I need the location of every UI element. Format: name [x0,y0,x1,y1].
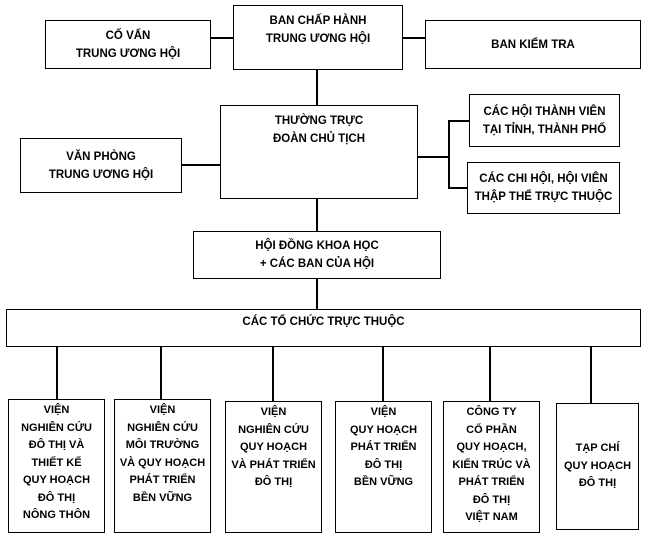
connector-advisor-executive [210,37,234,39]
node-science-council: HỘI ĐỒNG KHOA HỌC + CÁC BAN CỦA HỘI [193,231,441,279]
connector-unit-2 [160,346,162,400]
node-affiliated-organizations: CÁC TỔ CHỨC TRỰC THUỘC [6,309,641,347]
unit-urban-rural-design-institute: VIỆN NGHIÊN CỨU ĐÔ THỊ VÀ THIẾT KẾ QUY H… [8,399,105,533]
unit-1-line-1: VIỆN [43,404,70,416]
unit-environment-planning-institute: VIỆN NGHIÊN CỨU MÔI TRƯỜNG VÀ QUY HOẠCH … [114,399,211,533]
connector-unit-3 [272,346,274,402]
node-member-assoc-line-1: CÁC HỘI THÀNH VIÊN [483,105,606,118]
node-council-line-2: + CÁC BAN CỦA HỘI [259,258,375,270]
node-office-line-1: VĂN PHÒNG [66,150,136,163]
node-executive-line-2: TRUNG ƯƠNG HỘI [265,33,371,45]
node-office-line-2: TRUNG ƯƠNG HỘI [48,168,154,181]
unit-5-line-7: VIỆT NAM [465,511,518,523]
connector-unit-4 [382,346,384,402]
unit-urban-planning-journal: TẠP CHÍ QUY HOẠCH ĐÔ THỊ [556,403,639,530]
unit-2-line-3: MÔI TRƯỜNG [125,439,200,451]
unit-5-line-1: CÔNG TY [466,406,517,418]
unit-5-line-6: ĐÔ THỊ [472,493,511,506]
node-member-assoc-line-2: TẠI TỈNH, THÀNH PHỐ [482,123,607,136]
node-member-associations: CÁC HỘI THÀNH VIÊN TẠI TỈNH, THÀNH PHỐ [469,94,620,147]
node-central-office: VĂN PHÒNG TRUNG ƯƠNG HỘI [20,138,182,193]
node-executive-line-1: BAN CHẤP HÀNH [269,15,367,27]
connector-standing-branch [417,156,449,158]
unit-1-line-4: THIẾT KẾ [31,456,82,469]
node-inspection-line-1: BAN KIỂM TRA [491,38,575,51]
connector-executive-standing [316,70,318,106]
unit-5-line-5: PHÁT TRIỂN [458,476,525,488]
unit-4-line-1: VIỆN [370,406,397,418]
unit-1-line-5: QUY HOẠCH [22,474,91,486]
node-branches-line-2: THẬP THỂ TRỰC THUỘC [474,191,613,203]
node-standing-presidium: THƯỜNG TRỰC ĐOÀN CHỦ TỊCH [220,105,418,199]
unit-6-line-1: TẠP CHÍ [575,442,620,455]
node-branches-line-1: CÁC CHI HỘI, HỘI VIÊN [479,173,608,185]
unit-5-line-2: CỔ PHẦN [466,423,517,436]
node-inspection-board: BAN KIỂM TRA [425,20,641,69]
connector-to-member-assoc [448,120,470,122]
unit-6-line-2: QUY HOẠCH [563,459,632,472]
unit-4-line-3: PHÁT TRIỂN [350,441,417,453]
connector-unit-1 [56,346,58,400]
unit-4-line-5: BỀN VỮNG [353,476,414,488]
node-standing-line-2: ĐOÀN CHỦ TỊCH [273,133,365,145]
unit-1-line-7: NÔNG THÔN [22,509,91,521]
connector-unit-6 [590,346,592,404]
unit-3-line-3: QUY HOẠCH [239,441,308,453]
unit-2-line-4: VÀ QUY HOẠCH [119,456,206,469]
node-executive-committee: BAN CHẤP HÀNH TRUNG ƯƠNG HỘI [233,5,403,70]
node-council-line-1: HỘI ĐỒNG KHOA HỌC [255,240,379,252]
unit-1-line-3: ĐÔ THỊ VÀ [28,439,85,451]
connector-office-standing [181,164,221,166]
unit-5-line-3: QUY HOẠCH, [456,441,527,453]
connector-unit-5 [489,346,491,402]
unit-1-line-6: ĐÔ THỊ [37,491,76,504]
node-standing-line-1: THƯỜNG TRỰC [274,115,364,127]
unit-sustainable-urban-planning-institute: VIỆN QUY HOẠCH PHÁT TRIỂN ĐÔ THỊ BỀN VỮN… [335,401,432,533]
node-affiliates-line-1: CÁC TỔ CHỨC TRỰC THUỘC [242,316,405,328]
unit-1-line-2: NGHIÊN CỨU [21,421,92,434]
unit-4-line-4: ĐÔ THỊ [364,458,403,471]
unit-urban-planning-development-institute: VIỆN NGHIÊN CỨU QUY HOẠCH VÀ PHÁT TRIỂN … [225,401,322,533]
unit-2-line-6: BỀN VỮNG [132,491,193,504]
unit-6-line-3: ĐÔ THỊ [578,477,617,490]
unit-2-line-2: NGHIÊN CỨU [127,421,198,434]
unit-3-line-2: NGHIÊN CỨU [238,423,309,436]
node-branches-members: CÁC CHI HỘI, HỘI VIÊN THẬP THỂ TRỰC THUỘ… [467,162,620,214]
connector-branch-spine [448,120,450,189]
connector-to-branches [448,187,468,189]
unit-4-line-2: QUY HOẠCH [349,423,418,436]
unit-vietnam-planning-company: CÔNG TY CỔ PHẦN QUY HOẠCH, KIẾN TRÚC VÀ … [443,401,540,533]
unit-3-line-5: ĐÔ THỊ [254,476,293,488]
unit-3-line-4: VÀ PHÁT TRIỂN [231,458,316,471]
unit-2-line-5: PHÁT TRIỂN [129,474,196,486]
connector-executive-inspection [402,37,426,39]
connector-council-affiliates [316,278,318,310]
unit-3-line-1: VIỆN [260,406,287,418]
unit-2-line-1: VIỆN [149,404,176,416]
node-advisor: CỐ VẤN TRUNG ƯƠNG HỘI [45,20,211,69]
unit-5-line-4: KIẾN TRÚC VÀ [452,458,531,471]
connector-standing-council [316,198,318,232]
node-advisor-line-1: CỐ VẤN [105,29,151,42]
node-advisor-line-2: TRUNG ƯƠNG HỘI [75,47,181,60]
